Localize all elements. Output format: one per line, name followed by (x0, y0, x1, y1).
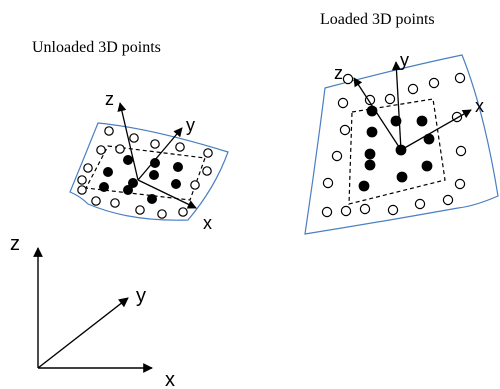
unloaded-filled-point (128, 178, 138, 188)
loaded-x-label: x (475, 96, 484, 116)
loaded-open-point (428, 77, 440, 89)
unloaded-y-label: y (186, 115, 195, 135)
loaded-open-point (337, 97, 349, 109)
loaded-title: Loaded 3D points (320, 11, 435, 28)
unloaded-open-point (178, 207, 188, 217)
unloaded-filled-point (147, 194, 157, 204)
unloaded-filled-point (173, 162, 183, 172)
unloaded-filled-point (149, 170, 159, 180)
unloaded-open-point (115, 144, 125, 154)
loaded-open-point (359, 203, 371, 215)
unloaded-x-axis (137, 179, 197, 209)
loaded-open-point (414, 198, 426, 210)
global-axes: z y x (10, 233, 175, 389)
loaded-open-point (331, 150, 343, 162)
loaded-patch: z y x (304, 50, 499, 235)
unloaded-open-point (129, 133, 139, 143)
loaded-open-point (384, 93, 396, 105)
unloaded-filled-point (171, 179, 181, 189)
loaded-open-point (342, 73, 354, 85)
loaded-open-point (442, 194, 454, 206)
unloaded-patch: z y x (69, 89, 229, 233)
loaded-membrane-outline (304, 54, 499, 235)
global-y-axis (37, 297, 129, 369)
loaded-filled-point (364, 148, 376, 160)
unloaded-open-point (190, 180, 200, 190)
loaded-open-point (387, 204, 399, 216)
unloaded-open-point (83, 163, 93, 173)
unloaded-filled-point (103, 167, 113, 177)
unloaded-open-point (157, 209, 167, 219)
loaded-open-point (340, 205, 352, 217)
unloaded-open-point (135, 205, 145, 215)
unloaded-filled-point (123, 185, 133, 195)
global-y-label: y (136, 285, 146, 307)
unloaded-open-point (104, 126, 114, 136)
loaded-filled-point (364, 159, 376, 171)
loaded-filled-point (416, 115, 428, 127)
loaded-y-label: y (400, 50, 409, 70)
unloaded-x-label: x (203, 213, 212, 233)
unloaded-z-axis (117, 102, 139, 181)
loaded-open-point (321, 206, 333, 218)
loaded-dashed-region (348, 98, 446, 205)
loaded-y-axis (391, 61, 402, 151)
unloaded-filled-point (123, 155, 133, 165)
loaded-open-point (407, 83, 419, 95)
loaded-filled-point (366, 126, 378, 138)
unloaded-membrane-outline (69, 122, 229, 221)
unloaded-y-axis (137, 127, 183, 181)
loaded-z-axis (353, 77, 402, 151)
unloaded-open-point (96, 145, 106, 155)
unloaded-title: Unloaded 3D points (32, 39, 161, 56)
unloaded-dashed-region (85, 145, 206, 201)
unloaded-open-point (175, 142, 185, 152)
loaded-open-point (364, 94, 376, 106)
unloaded-open-point (91, 196, 101, 206)
unloaded-open-point (150, 139, 160, 149)
unloaded-open-point (202, 166, 212, 176)
loaded-points (321, 72, 467, 218)
loaded-open-point (322, 177, 334, 189)
unloaded-open-point (110, 198, 120, 208)
loaded-filled-point (396, 171, 408, 183)
loaded-filled-point (366, 105, 378, 117)
loaded-open-point (454, 178, 466, 190)
unloaded-open-point (77, 185, 87, 195)
loaded-filled-point (421, 160, 433, 172)
loaded-open-point (455, 145, 467, 157)
unloaded-filled-point (150, 158, 160, 168)
unloaded-filled-point (99, 182, 109, 192)
loaded-z-label: z (334, 63, 343, 83)
unloaded-z-label: z (105, 89, 114, 109)
global-x-label: x (165, 369, 175, 389)
unloaded-open-point (77, 175, 87, 185)
loaded-filled-point (358, 180, 370, 192)
unloaded-open-point (203, 148, 213, 158)
loaded-open-point (454, 72, 466, 84)
loaded-x-axis (400, 109, 472, 151)
unloaded-points (77, 126, 213, 219)
loaded-filled-point (423, 133, 435, 145)
global-z-label: z (10, 233, 20, 255)
loaded-open-point (339, 124, 351, 136)
